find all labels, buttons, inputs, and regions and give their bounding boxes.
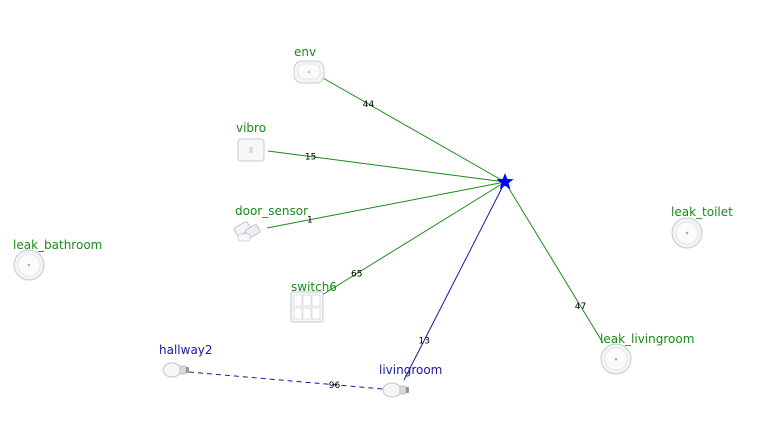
leak-sensor-icon[interactable] — [13, 249, 45, 281]
link-quality-label: 65 — [351, 270, 362, 280]
node-label-vibro[interactable]: vibro — [236, 121, 267, 135]
link-hallway2-livingroom — [188, 371, 384, 390]
door-sensor-icon[interactable] — [233, 221, 261, 242]
link-coordinator-vibro — [267, 150, 506, 183]
node-label-leak-toilet[interactable]: leak_toilet — [671, 205, 733, 219]
link-quality-label: 47 — [575, 302, 586, 312]
link-coordinator-livingroom — [403, 181, 506, 381]
node-label-livingroom[interactable]: livingroom — [379, 363, 443, 377]
link-quality-label: 44 — [363, 100, 375, 110]
link-coordinator-env — [322, 77, 506, 183]
node-label-leak-bathroom[interactable]: leak_bathroom — [13, 238, 103, 252]
node-label-switch6[interactable]: switch6 — [291, 280, 337, 294]
leak-sensor-icon[interactable] — [671, 217, 703, 249]
link-quality-label: 96 — [329, 381, 341, 391]
link-coordinator-leak_livingroom — [504, 181, 604, 344]
bulb-icon[interactable] — [162, 362, 189, 378]
wall-switch-icon[interactable] — [290, 291, 324, 323]
link-coordinator-switch6 — [321, 181, 506, 296]
link-quality-label: 13 — [418, 336, 429, 346]
node-label-leak-livingroom[interactable]: leak_livingroom — [600, 332, 695, 346]
star-icon[interactable] — [496, 173, 514, 190]
link-coordinator-door_sensor — [266, 181, 506, 229]
node-label-door-sensor[interactable]: door_sensor — [235, 204, 309, 218]
bulb-icon[interactable] — [382, 382, 409, 398]
node-label-hallway2[interactable]: hallway2 — [159, 343, 213, 357]
env-sensor-icon[interactable] — [293, 60, 325, 84]
link-quality-label: 15 — [305, 153, 316, 163]
link-quality-label: 1 — [307, 216, 313, 226]
vibration-sensor-icon[interactable] — [237, 138, 265, 162]
node-label-env[interactable]: env — [294, 45, 317, 59]
leak-sensor-icon[interactable] — [600, 343, 632, 375]
